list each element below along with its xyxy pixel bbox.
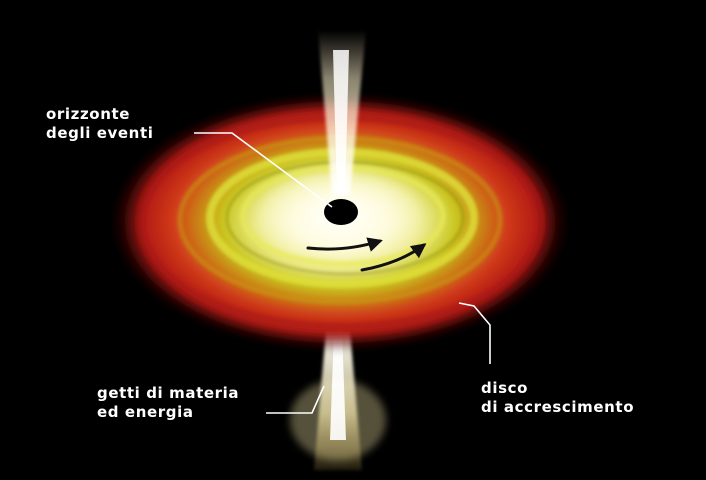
- accretion-disk-label: disco di accrescimento: [481, 379, 634, 417]
- rotation-arrows: [306, 237, 427, 272]
- event-horizon-label-line-1: orizzonte: [46, 105, 131, 123]
- upper-jet: [318, 30, 366, 195]
- event-horizon-label: orizzonte degli eventi: [46, 105, 153, 143]
- jets-label-line-2: ed energia: [97, 403, 194, 421]
- leader-lines: [194, 132, 491, 414]
- accretion-disk-leader: [458, 302, 491, 364]
- jets-label-line-1: getti di materia: [97, 384, 240, 402]
- accretion-disk-label-line-2: di accrescimento: [481, 398, 635, 416]
- lower-jet: [290, 330, 386, 470]
- black-hole: [324, 199, 358, 225]
- accretion-disk-label-line-1: disco: [481, 379, 529, 397]
- jets-label: getti di materia ed energia: [97, 384, 239, 422]
- event-horizon-label-line-2: degli eventi: [46, 124, 154, 142]
- event-horizon-leader: [194, 132, 333, 208]
- jets-leader: [266, 385, 325, 414]
